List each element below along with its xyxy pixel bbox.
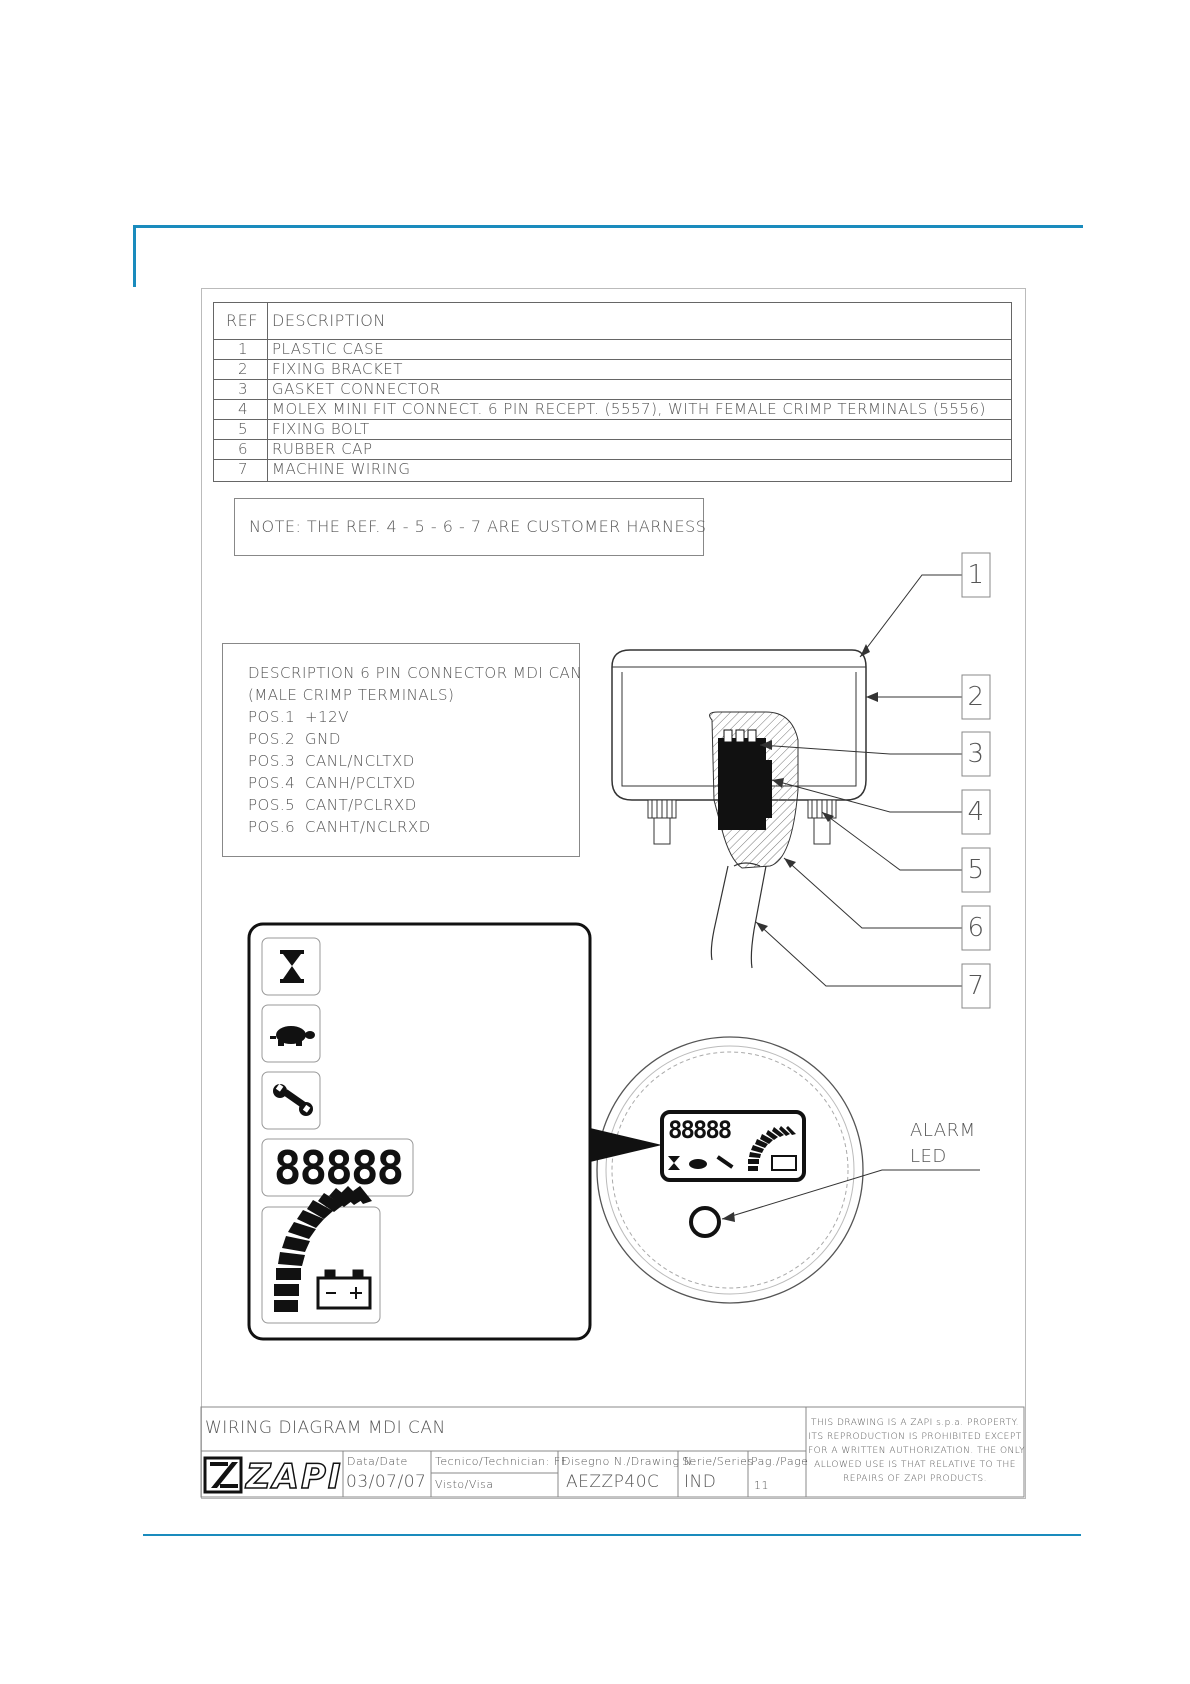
lcd-digits-large: 88888 [273, 1141, 404, 1195]
small-lcd [660, 1110, 806, 1182]
drawing-number-value: AEZZP40C [566, 1472, 660, 1492]
series-label: Serie/Series [682, 1455, 754, 1468]
battery-level-gauge [274, 1186, 372, 1312]
parts-table-header: REF DESCRIPTION [214, 303, 1011, 340]
parts-table: REF DESCRIPTION 1 PLASTIC CASE 2 FIXING BRA… [213, 302, 1012, 482]
note-text: NOTE: THE REF. 4 - 5 - 6 - 7 ARE CUSTOME… [249, 517, 707, 536]
series-value: IND [684, 1472, 717, 1492]
lcd-digits-small: 88888 [668, 1116, 732, 1144]
fixing-bolts [647, 799, 837, 845]
callout-leaders [755, 574, 962, 987]
property-note-line: ITS REPRODUCTION IS PROHIBITED EXCEPT [808, 1432, 1022, 1442]
pin-signal: CANL/NCLTXD [305, 752, 415, 770]
ref-header: REF [226, 311, 258, 330]
machine-wiring-cable [710, 862, 767, 969]
zapi-logo [203, 1456, 243, 1494]
parts-row-ref: 1 [238, 340, 249, 358]
parts-table-row: 2 FIXING BRACKET [214, 359, 1011, 380]
callout-boxes [961, 552, 991, 1009]
page-label: Pag./Page [751, 1455, 809, 1468]
pin-position: POS.2 [248, 730, 296, 748]
date-label: Data/Date [347, 1455, 408, 1468]
parts-row-description: MACHINE WIRING [272, 460, 411, 478]
description-header: DESCRIPTION [272, 311, 386, 330]
connector-description-box: DESCRIPTION 6 PIN CONNECTOR MDI CAN (MAL… [222, 643, 583, 857]
display-housing [596, 1036, 864, 1304]
parts-row-description: PLASTIC CASE [272, 340, 385, 358]
logo-wordmark: ZAPI [245, 1457, 343, 1497]
parts-table-row: 4 MOLEX MINI FIT CONNECT. 6 PIN RECEPT. (… [214, 399, 1011, 420]
footer-rule [143, 1534, 1081, 1536]
hourglass-icon [280, 950, 304, 983]
technician-label: Tecnico/Technician: FF [435, 1455, 568, 1468]
parts-row-description: MOLEX MINI FIT CONNECT. 6 PIN RECEPT. (5… [272, 400, 986, 418]
parts-row-ref: 7 [238, 460, 249, 478]
connector-subtitle: (MALE CRIMP TERMINALS) [248, 686, 455, 704]
callout-number: 3 [967, 739, 985, 769]
pin-position: POS.1 [248, 708, 296, 726]
parts-row-description: FIXING BOLT [272, 420, 370, 438]
callout-number: 6 [967, 913, 985, 943]
drawing-title: WIRING DIAGRAM MDI CAN [205, 1418, 446, 1438]
connector-title: DESCRIPTION 6 PIN CONNECTOR MDI CAN [248, 664, 583, 682]
visto-label: Visto/Visa [435, 1478, 494, 1491]
wrench-icon [273, 1083, 313, 1116]
property-note-line: FOR A WRITTEN AUTHORIZATION. THE ONLY [808, 1446, 1026, 1456]
parts-table-row: 5 FIXING BOLT [214, 419, 1011, 440]
property-note: THIS DRAWING IS A ZAPI s.p.a. PROPERTY. I… [808, 1416, 1026, 1486]
callout-number: 2 [967, 682, 985, 712]
pin-signal: CANHT/NCLRXD [305, 818, 431, 836]
parts-row-description: RUBBER CAP [272, 440, 373, 458]
zoom-wedge [590, 1128, 662, 1162]
parts-table-row: 3 GASKET CONNECTOR [214, 379, 1011, 400]
parts-table-row: 7 MACHINE WIRING [214, 459, 1011, 479]
battery-icon [316, 1269, 372, 1310]
parts-row-ref: 6 [238, 440, 249, 458]
molex-connector [718, 729, 772, 830]
pin-signal: CANT/PCLRXD [305, 796, 417, 814]
drawing-sheet [201, 288, 1026, 1499]
alarm-label-line2: LED [910, 1146, 947, 1167]
parts-row-description: GASKET CONNECTOR [272, 380, 441, 398]
parts-row-ref: 5 [238, 420, 249, 438]
pin-position: POS.3 [248, 752, 296, 770]
pin-signal: CANH/PCLTXD [305, 774, 416, 792]
header-rule [133, 225, 1083, 228]
callout-arrowheads [756, 644, 878, 932]
ref-column-divider [267, 303, 268, 481]
parts-table-row: 6 RUBBER CAP [214, 439, 1011, 460]
drawing-number-label: Disegno N./Drawing N. [562, 1455, 697, 1468]
property-note-line: THIS DRAWING IS A ZAPI s.p.a. PROPERTY. [811, 1418, 1019, 1428]
parts-row-ref: 4 [238, 400, 249, 418]
turtle-icon [270, 1026, 315, 1046]
callout-number: 1 [967, 560, 985, 590]
note-box: NOTE: THE REF. 4 - 5 - 6 - 7 ARE CUSTOME… [234, 498, 707, 556]
alarm-leader [721, 1169, 980, 1220]
parts-row-ref: 3 [238, 380, 249, 398]
page-value: 11 [754, 1479, 769, 1492]
pin-position: POS.5 [248, 796, 296, 814]
parts-row-description: FIXING BRACKET [272, 360, 403, 378]
small-battery-gauge [748, 1126, 796, 1171]
title-block-grid [200, 1406, 1025, 1498]
pin-position: POS.6 [248, 818, 296, 836]
callout-number: 5 [967, 855, 985, 885]
callout-number: 4 [967, 797, 985, 827]
parts-table-row: 1 PLASTIC CASE [214, 339, 1011, 360]
header-side-rule [133, 225, 136, 287]
pin-signal: GND [305, 730, 341, 748]
pin-position: POS.4 [248, 774, 296, 792]
alarm-label-line1: ALARM [910, 1120, 976, 1141]
alarm-led [689, 1206, 721, 1238]
small-lcd-icons [668, 1155, 797, 1171]
date-value: 03/07/07 [346, 1472, 427, 1492]
parts-row-ref: 2 [238, 360, 249, 378]
callout-number: 7 [967, 971, 985, 1001]
property-note-line: REPAIRS OF ZAPI PRODUCTS. [843, 1474, 987, 1484]
property-note-line: ALLOWED USE IS THAT RELATIVE TO THE [814, 1460, 1016, 1470]
pin-signal: +12V [305, 708, 349, 726]
